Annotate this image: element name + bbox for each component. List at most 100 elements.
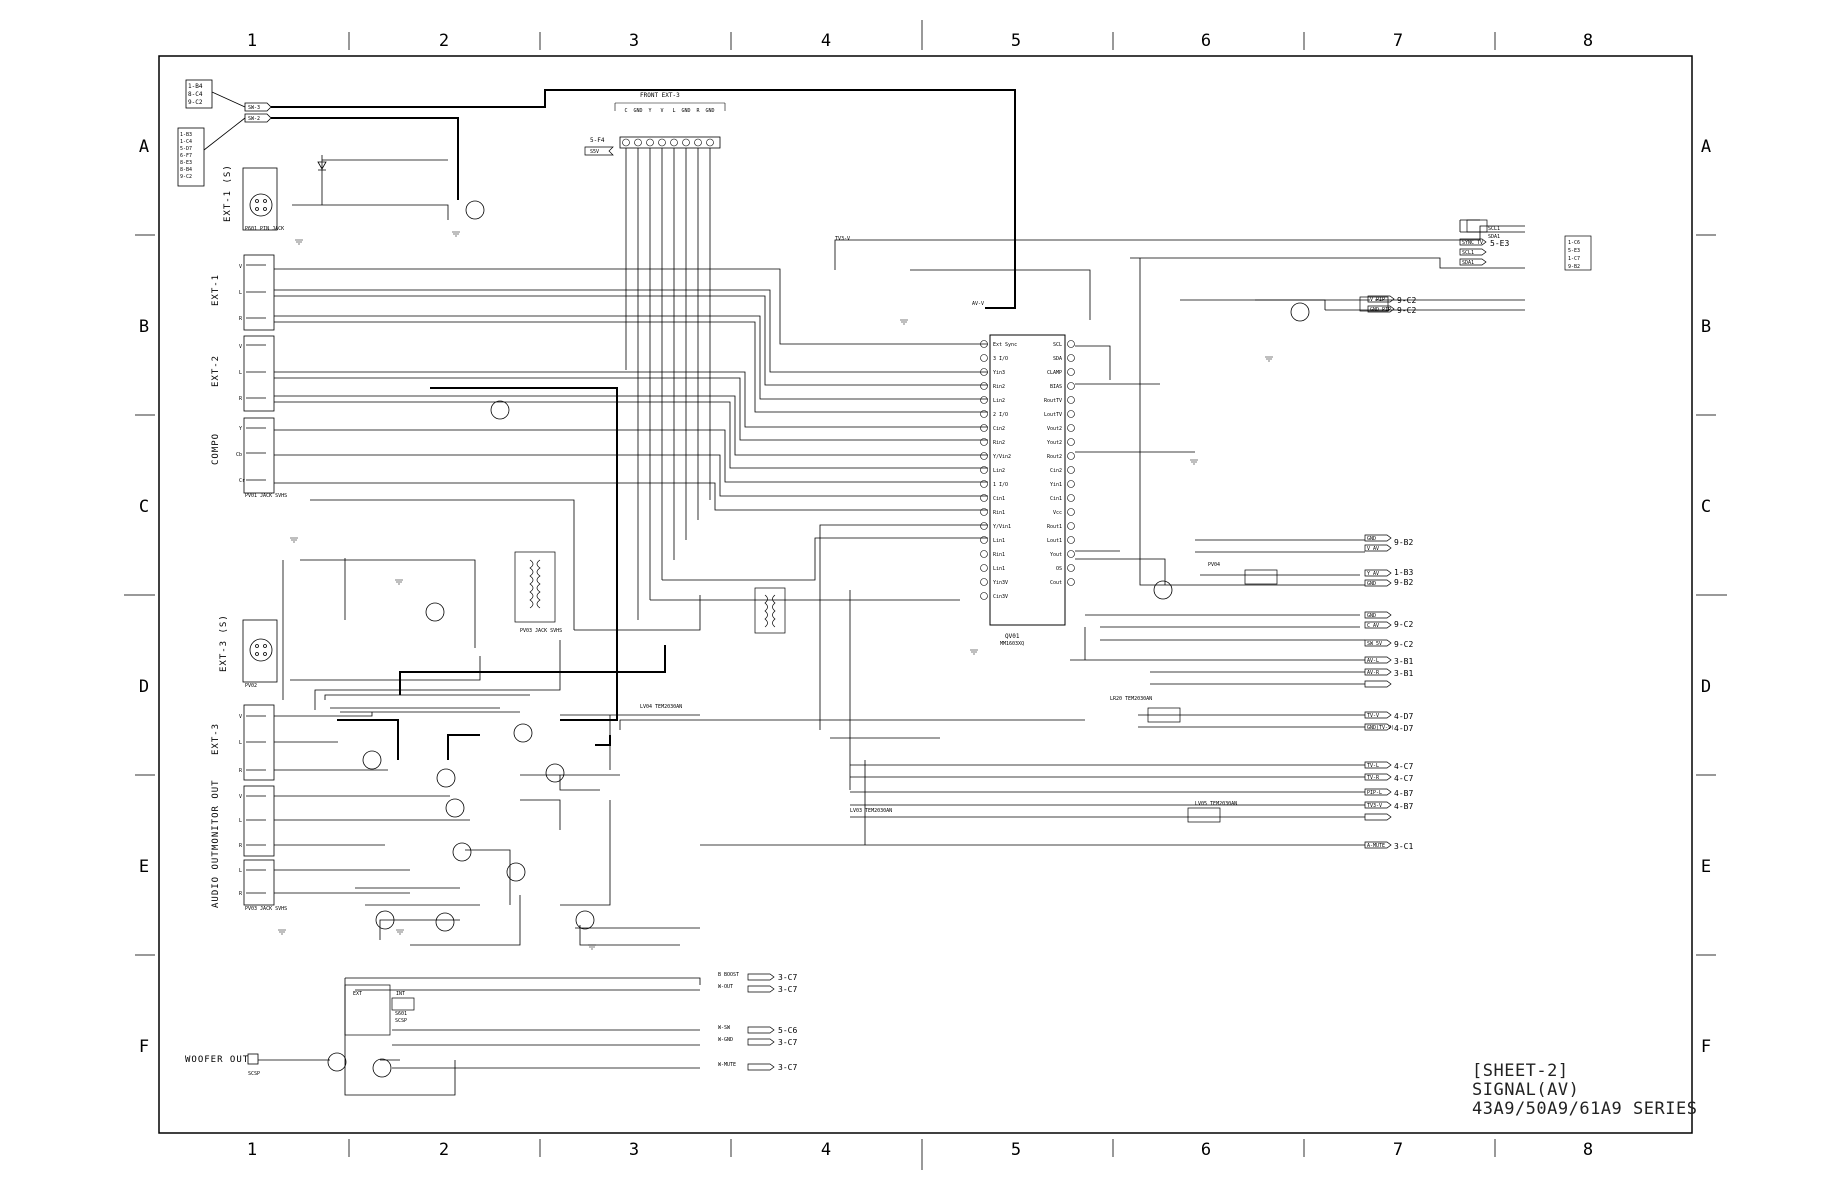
label-ext3: EXT-3 <box>211 723 221 755</box>
pv03-label: PV02 <box>245 683 257 689</box>
ic-body <box>989 334 1066 626</box>
row-f-right: F <box>1701 1037 1711 1057</box>
ic-rpin-13: Rout1 <box>1047 524 1062 530</box>
transistors <box>327 200 1310 1078</box>
col-3-top: 3 <box>629 31 639 51</box>
ref-box2-2: 5-D7 <box>180 146 192 152</box>
lv05-label: PV04 <box>1208 562 1220 568</box>
col-1-top: 1 <box>247 31 257 51</box>
label-audio-out: AUDIO OUT <box>211 850 221 908</box>
ic-rpin-14: Lout1 <box>1047 538 1062 544</box>
rref-gndpip: 9-C2 <box>1397 306 1416 315</box>
rtag-scl1: SCL1 <box>1462 250 1474 256</box>
rtag-yav: Y AV <box>1367 571 1379 577</box>
bref-wgnd: 3-C7 <box>778 1038 797 1047</box>
scsp-label: SCSP <box>395 1018 407 1024</box>
rtag-tvv: TV-V <box>1367 713 1379 719</box>
col-6-top: 6 <box>1201 31 1211 51</box>
row-d-right: D <box>1701 677 1711 697</box>
ic-lpin-9: Lin2 <box>993 468 1005 474</box>
label-ext3s: EXT-3 (S) <box>219 614 229 672</box>
ic-lpin-16: Lin1 <box>993 566 1005 572</box>
bref-wsw: 5-C6 <box>778 1026 797 1035</box>
btag-wout: W-OUT <box>718 984 733 990</box>
rtag-gndtvv: GND(TV-V) <box>1367 725 1394 731</box>
left-jack-blocks <box>242 167 278 1065</box>
svg-text:L: L <box>239 818 242 824</box>
col-6-bottom: 6 <box>1201 1140 1211 1160</box>
svg-text:R: R <box>239 768 243 774</box>
ic-lpin-3: Rin2 <box>993 384 1005 390</box>
front-pin-gnd1: GND <box>633 108 642 114</box>
col-1-bottom: 1 <box>247 1140 257 1160</box>
outer-frame <box>158 55 1693 1134</box>
ref-box2-6: 9-C2 <box>180 174 192 180</box>
col-2-bottom: 2 <box>439 1140 449 1160</box>
rbox-5-e3: 5-E3 <box>1568 248 1580 254</box>
col-8-top: 8 <box>1583 31 1593 51</box>
row-b-right: B <box>1701 317 1711 337</box>
rref-gndtvv: 4-D7 <box>1394 724 1413 733</box>
row-letters-left: A B C D E F <box>139 137 149 1057</box>
top-ref-box-2: 1-B3 1-C4 5-D7 6-F7 8-E3 8-B4 9-C2 <box>177 127 205 187</box>
column-numbers-bottom: 1 2 3 4 5 6 7 8 <box>247 1140 1593 1160</box>
ic-lpin-8: Y/Vin2 <box>993 454 1011 460</box>
scl1-label: SCL1 <box>1488 226 1500 232</box>
right-tag-labels: SYNC TV SCL1 SDA1 V PIP GND PIP GND V AV… <box>1367 240 1483 849</box>
front-pin-c: C <box>624 108 627 114</box>
rtag-avr: AV-R <box>1367 670 1380 676</box>
grid-ticks <box>124 20 1727 1170</box>
col-4-bottom: 4 <box>821 1140 831 1160</box>
ic-rpin-12: Vcc <box>1053 510 1062 516</box>
svg-text:R: R <box>239 891 243 897</box>
lv03-label: LR20 TEM2030AN <box>1110 696 1152 702</box>
bottom-ref-labels: 3-C7 3-C7 5-C6 3-C7 3-C7 <box>778 973 797 1072</box>
ref-box2-0: 1-B3 <box>180 132 192 138</box>
ic-rpin-10: Yin1 <box>1050 482 1062 488</box>
rtag-sda1: SDA1 <box>1462 260 1474 266</box>
label-ext1s: EXT-1 (S) <box>223 164 233 222</box>
column-numbers-top: 1 2 3 4 5 6 7 8 <box>247 31 1593 51</box>
svg-text:L: L <box>239 868 242 874</box>
btag-bboost: B BOOST <box>718 972 739 978</box>
right-box-refs: 1-C6 5-E3 1-C7 9-B2 <box>1568 240 1580 270</box>
rtag-vpip: V PIP <box>1370 297 1385 303</box>
rtag-gnd-c: GND <box>1367 613 1376 619</box>
rref-gnd-a: 9-B2 <box>1394 538 1413 547</box>
rtag-sync: SYNC TV <box>1462 240 1483 246</box>
ref-8-c4: 8-C4 <box>188 91 203 98</box>
rref-tvv: 4-D7 <box>1394 712 1413 721</box>
col-7-bottom: 7 <box>1393 1140 1403 1160</box>
ic-name: QV01 <box>1005 633 1020 640</box>
svg-text:R: R <box>239 843 243 849</box>
sw3-label: SW-3 <box>248 105 260 111</box>
ic-rpin-4: RoutTV <box>1044 398 1062 404</box>
svg-text:L: L <box>239 370 242 376</box>
rbox-1-c6: 1-C6 <box>1568 240 1580 246</box>
ic-lpin-2: Yin3 <box>993 370 1005 376</box>
tv3v-wire-label: LV03 TEM2030AN <box>850 808 892 814</box>
ic-rpin-8: Rout2 <box>1047 454 1062 460</box>
row-c-right: C <box>1701 497 1711 517</box>
svg-text:V: V <box>239 344 242 350</box>
svg-text:L: L <box>239 290 242 296</box>
bref-wmute: 3-C7 <box>778 1063 797 1072</box>
rref-sync: 5-E3 <box>1490 239 1509 248</box>
svg-text:Y: Y <box>239 426 242 432</box>
rtag-amute: A-MUTE <box>1367 843 1385 849</box>
rtag-gndpip: GND PIP <box>1370 307 1391 313</box>
pv04-label: PV03 JACK SVHS <box>245 906 287 912</box>
ic-rpin-11: Cin1 <box>1050 496 1062 502</box>
ic-part: MM1603XQ <box>1000 641 1024 647</box>
col-2-top: 2 <box>439 31 449 51</box>
front-pin-gnd2: GND <box>681 108 690 114</box>
front-ext3-label: FRONT EXT-3 <box>640 92 680 99</box>
ref-box2-1: 1-C4 <box>180 139 192 145</box>
ic-rpin-17: Cout <box>1050 580 1062 586</box>
col-5-top: 5 <box>1011 31 1021 51</box>
rref-pipl: 4-B7 <box>1394 789 1413 798</box>
rtag-cav: C AV <box>1367 623 1379 629</box>
row-a-right: A <box>1701 137 1711 157</box>
svg-text:V: V <box>239 794 242 800</box>
title-sheet: [SHEET-2] <box>1472 1061 1569 1081</box>
